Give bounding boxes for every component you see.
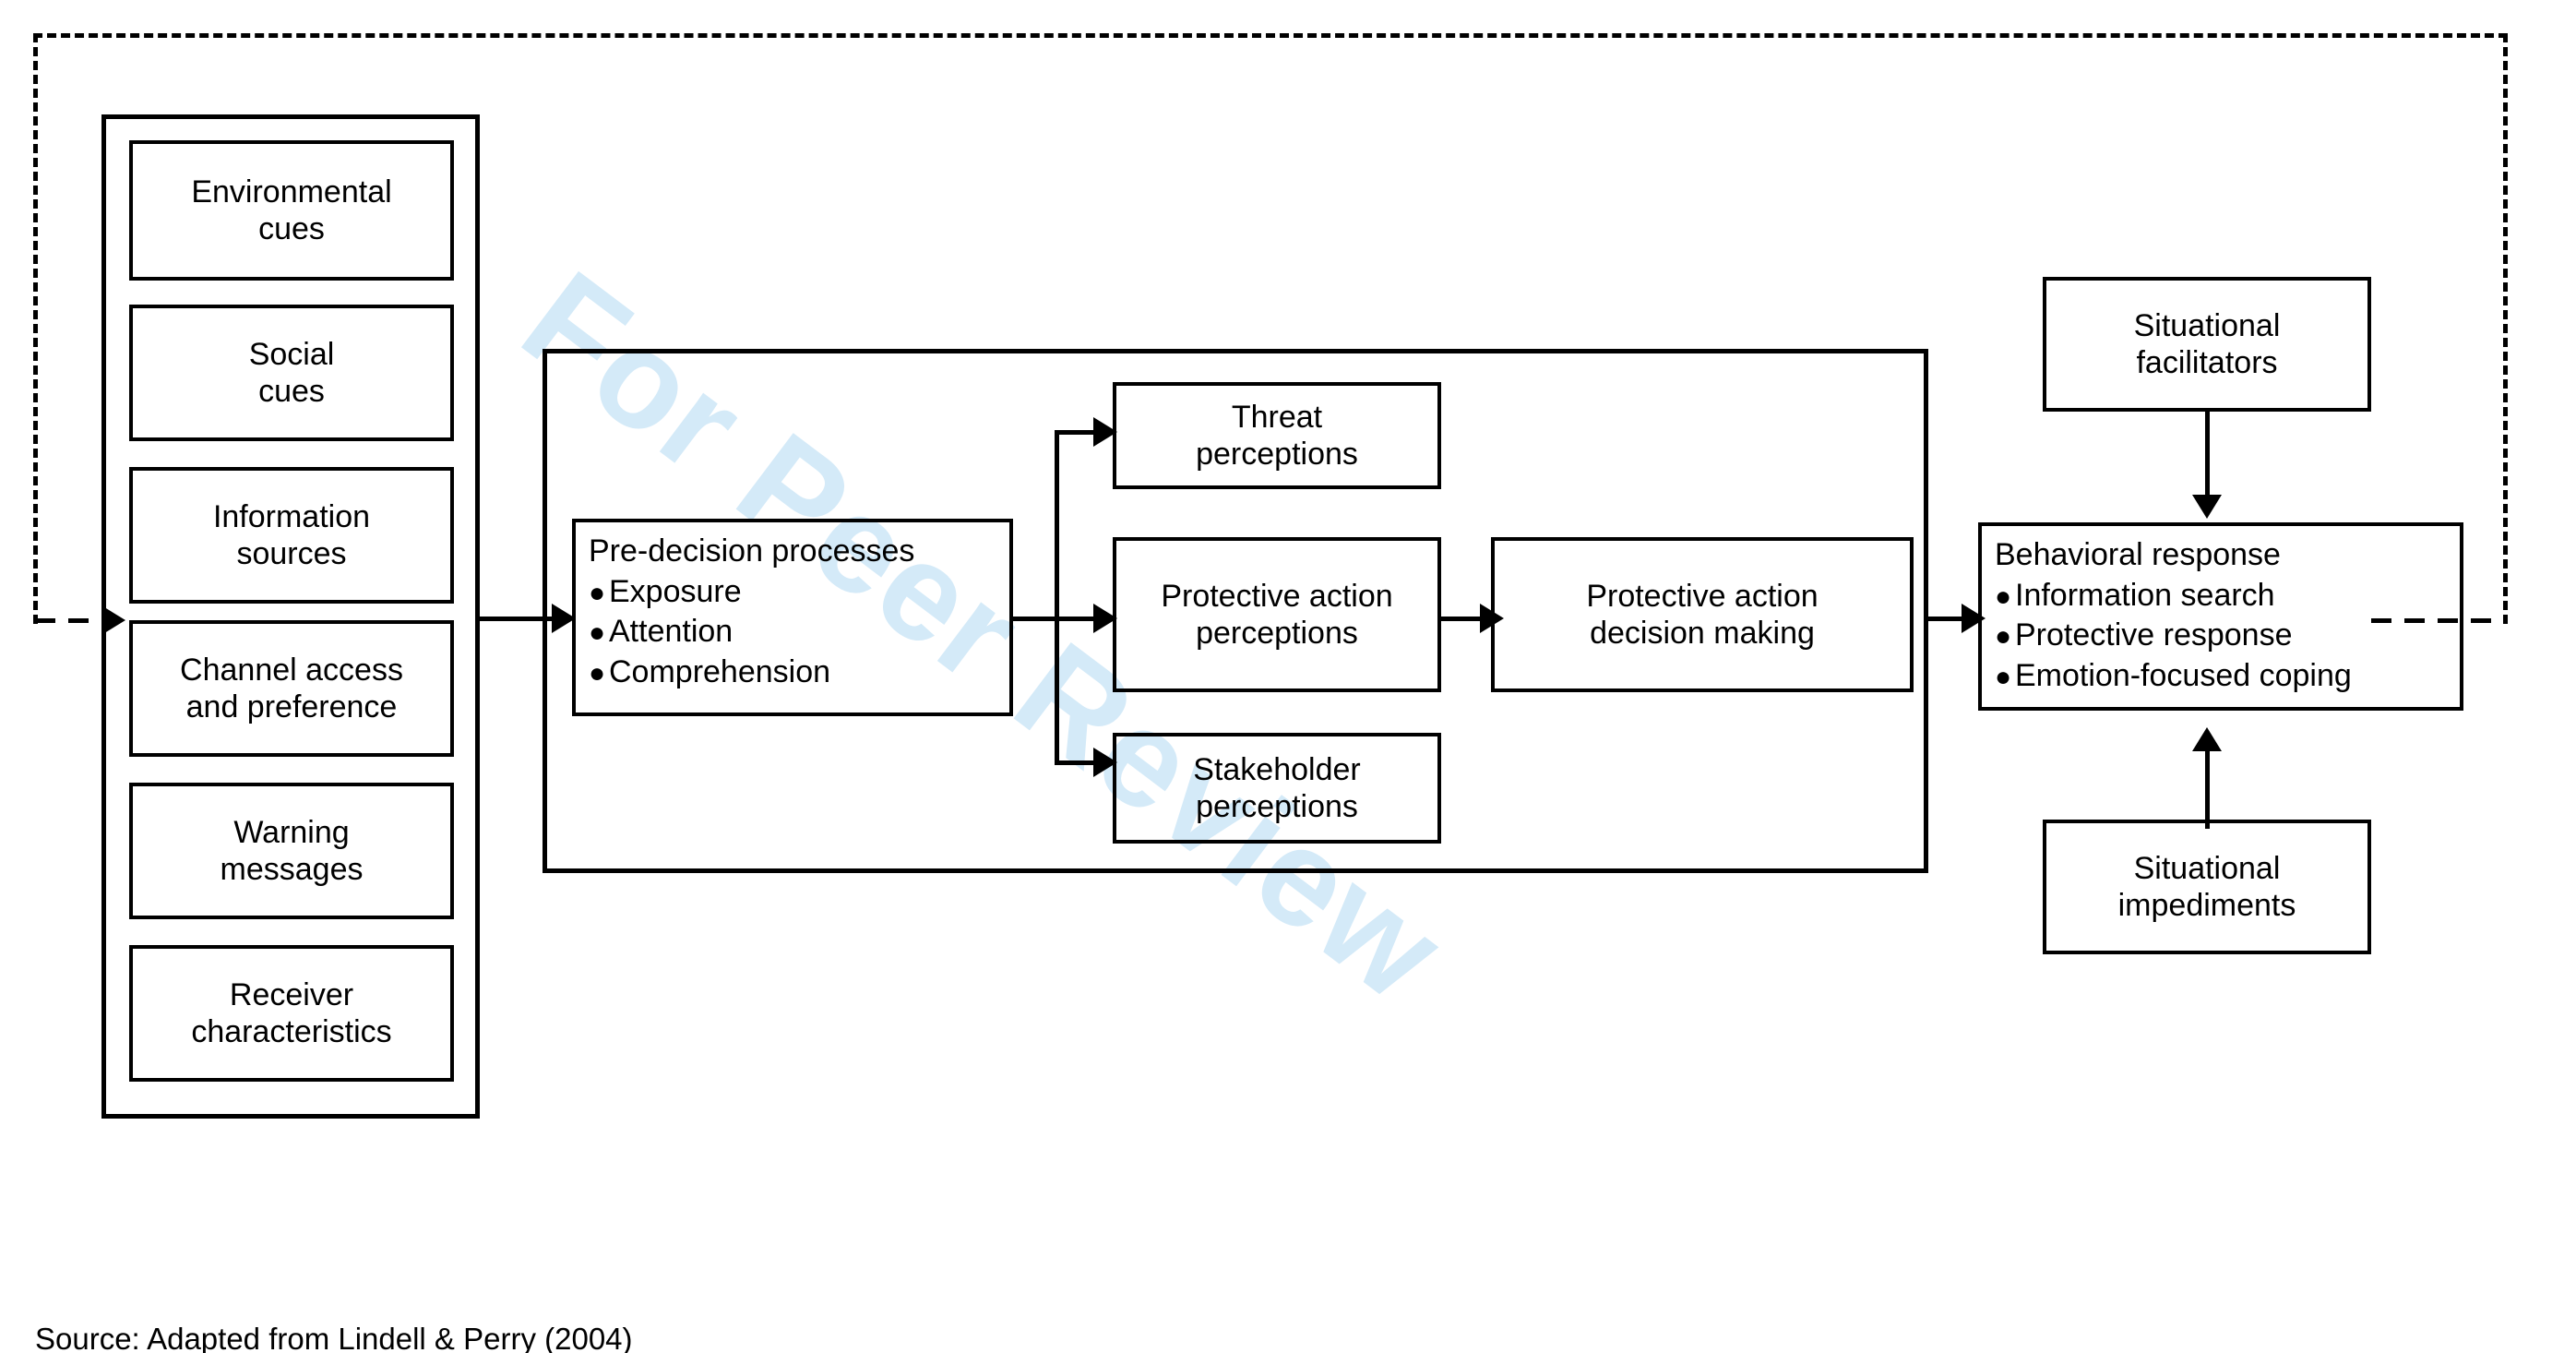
feedback-loop-left-arrowhead — [101, 605, 125, 635]
perception-label: Threat perceptions — [1196, 399, 1358, 472]
input-box-information-sources[interactable]: Information sources — [129, 467, 454, 604]
figure-source-caption: Source: Adapted from Lindell & Perry (20… — [35, 1322, 633, 1353]
connector-perceptions-to-decision — [1441, 617, 1489, 621]
behavioral-response-bullet-item: ●Protective response — [1995, 616, 2460, 656]
fanout-trunk-vertical — [1055, 432, 1059, 764]
input-box-warning-messages[interactable]: Warning messages — [129, 783, 454, 919]
behavioral-response-header: Behavioral response — [1995, 537, 2281, 572]
behavioral-response-bullet-label: Emotion-focused coping — [2015, 657, 2352, 693]
perception-label: Stakeholder perceptions — [1193, 751, 1361, 824]
bullet-icon: ● — [1995, 581, 2012, 612]
perception-box-stakeholder[interactable]: Stakeholder perceptions — [1113, 733, 1441, 844]
connector-facilitators-to-behavioral-response — [2205, 412, 2210, 500]
input-label: Social cues — [248, 336, 335, 409]
impediments-label: Situational impediments — [2117, 850, 2296, 923]
predecision-bullet-list: ●Exposure ●Attention ●Comprehension — [589, 572, 1009, 693]
bullet-icon: ● — [589, 617, 606, 649]
perception-label: Protective action perceptions — [1161, 578, 1393, 651]
perception-box-protective-action[interactable]: Protective action perceptions — [1113, 537, 1441, 692]
arrowhead-impediments-to-behavioral-response — [2192, 727, 2222, 751]
behavioral-response-bullet-label: Information search — [2015, 577, 2275, 613]
facilitators-label: Situational facilitators — [2133, 307, 2281, 380]
feedback-loop-right-stub — [2371, 618, 2508, 623]
behavioral-response-box[interactable]: Behavioral response ●Information search … — [1978, 522, 2463, 711]
predecision-bullet-label: Attention — [609, 614, 733, 650]
bullet-icon: ● — [1995, 661, 2012, 692]
connector-predecision-to-trunk — [1013, 617, 1079, 621]
predecision-bullet-label: Exposure — [609, 573, 742, 609]
arrowhead-facilitators-to-behavioral-response — [2192, 495, 2222, 519]
connector-impediments-to-behavioral-response — [2205, 740, 2210, 829]
situational-facilitators-box[interactable]: Situational facilitators — [2043, 277, 2371, 412]
input-label: Warning messages — [220, 814, 364, 887]
predecision-bullet-item: ●Exposure — [589, 572, 1009, 613]
feedback-loop-dashed-border — [33, 33, 2508, 624]
input-label: Receiver characteristics — [191, 976, 392, 1049]
connector-trunk-to-threat — [1055, 430, 1101, 435]
predecision-bullet-label: Comprehension — [609, 653, 831, 689]
input-label: Information sources — [212, 498, 371, 571]
predecision-bullet-item: ●Attention — [589, 612, 1009, 653]
behavioral-response-bullet-list: ●Information search ●Protective response… — [1995, 576, 2460, 697]
predecision-header: Pre-decision processes — [589, 533, 915, 569]
arrowhead-inputs-to-predecision — [552, 604, 576, 633]
protective-action-decision-making-box[interactable]: Protective action decision making — [1491, 537, 1914, 692]
connector-trunk-to-stakeholder — [1055, 760, 1101, 765]
behavioral-response-bullet-item: ●Information search — [1995, 576, 2460, 617]
bullet-icon: ● — [1995, 621, 2012, 653]
predecision-processes-box[interactable]: Pre-decision processes ●Exposure ●Attent… — [572, 519, 1013, 716]
bullet-icon: ● — [589, 657, 606, 688]
situational-impediments-box[interactable]: Situational impediments — [2043, 820, 2371, 954]
bullet-icon: ● — [589, 577, 606, 608]
decision-label: Protective action decision making — [1586, 578, 1819, 651]
behavioral-response-bullet-label: Protective response — [2015, 617, 2293, 653]
connector-inputs-to-predecision — [480, 617, 557, 621]
connector-decision-to-behavioral-response — [1928, 617, 1980, 621]
input-label: Environmental cues — [191, 174, 392, 246]
input-box-social-cues[interactable]: Social cues — [129, 305, 454, 441]
input-box-receiver-characteristics[interactable]: Receiver characteristics — [129, 945, 454, 1082]
input-box-environmental-cues[interactable]: Environmental cues — [129, 140, 454, 281]
predecision-bullet-item: ●Comprehension — [589, 653, 1009, 693]
behavioral-response-bullet-item: ●Emotion-focused coping — [1995, 656, 2460, 697]
connector-trunk-to-protective-action — [1055, 617, 1101, 621]
feedback-loop-left-stub — [35, 618, 109, 623]
input-box-channel-access-and-preference[interactable]: Channel access and preference — [129, 620, 454, 757]
perception-box-threat[interactable]: Threat perceptions — [1113, 382, 1441, 489]
core-process-frame — [543, 349, 1928, 873]
input-label: Channel access and preference — [180, 652, 403, 724]
